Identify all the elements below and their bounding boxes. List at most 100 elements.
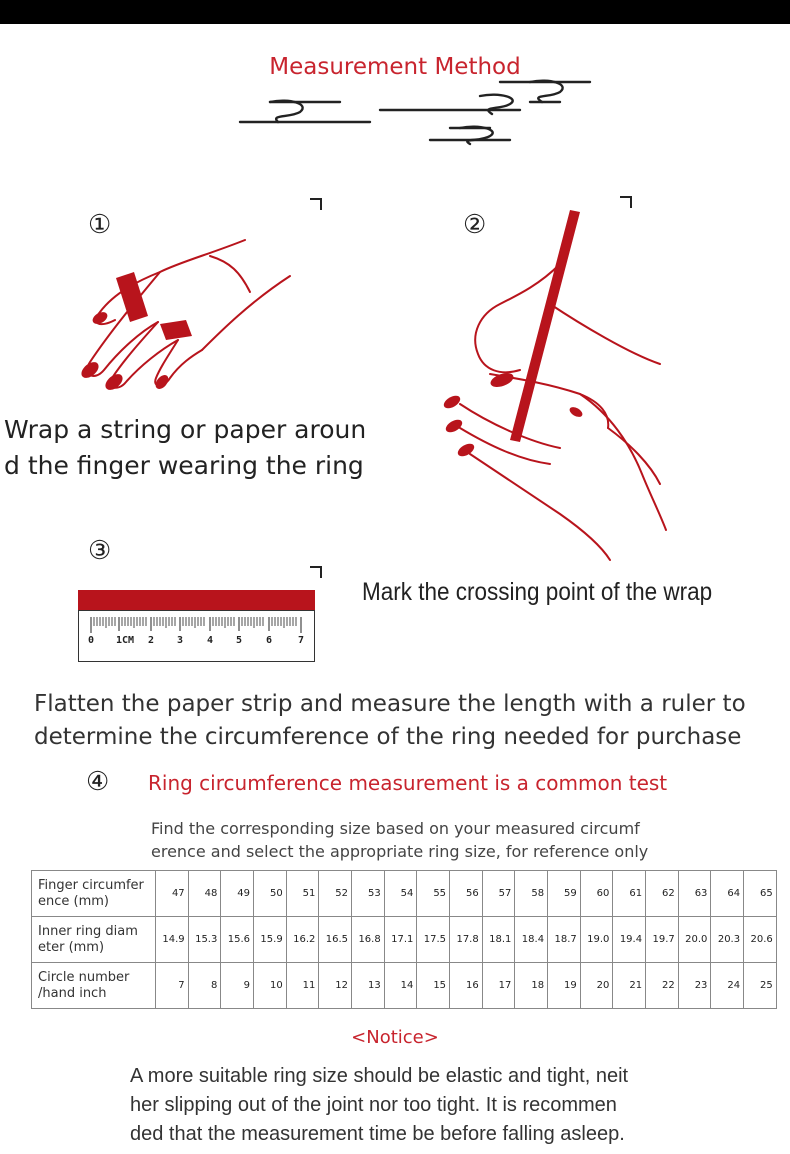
table-cell: 25 — [743, 962, 777, 1009]
table-cell: 51 — [285, 870, 320, 917]
page-title: Measurement Method — [269, 54, 521, 80]
row-label-line2: /hand inch — [38, 985, 107, 1001]
step-4-description-line1: Find the corresponding size based on you… — [151, 819, 640, 838]
hand-ring-illustration — [81, 239, 291, 390]
table-cell: 18 — [514, 962, 549, 1009]
ruler-label: 0 — [88, 635, 95, 646]
table-cell: 50 — [253, 870, 287, 917]
table-cell: 62 — [645, 870, 679, 917]
notice-line1: A more suitable ring size should be elas… — [130, 1065, 629, 1087]
ruler-label: 5 — [236, 635, 243, 646]
row-label-line1: Inner ring diam — [38, 923, 138, 939]
ruler-ticks — [90, 617, 302, 633]
row-label-line2: ence (mm) — [38, 893, 109, 909]
notice-line3: ded that the measurement time be before … — [130, 1123, 625, 1145]
table-cell: 54 — [383, 870, 418, 917]
table-cell: 17 — [481, 962, 516, 1009]
table-cell: 57 — [481, 870, 516, 917]
row-label-line1: Circle number — [38, 969, 130, 985]
table-cell: 56 — [449, 870, 483, 917]
table-cell: 15.6 — [220, 916, 255, 963]
table-cell: 12 — [318, 962, 353, 1009]
table-cell: 11 — [285, 962, 320, 1009]
table-cell: 10 — [253, 962, 287, 1009]
table-cell: 65 — [743, 870, 777, 917]
notice-title: <Notice> — [351, 1027, 439, 1048]
table-cell: 59 — [547, 870, 581, 917]
ruler-label: 3 — [177, 635, 184, 646]
step-1-caption: Wrap a string or paper aroun d the finge… — [4, 412, 374, 484]
step-3-caption-line1: Flatten the paper strip and measure the … — [34, 691, 746, 717]
table-cell: 61 — [612, 870, 647, 917]
table-cell: 15 — [416, 962, 451, 1009]
cloud-swirl-icon — [238, 79, 592, 146]
ruler-label: 7 — [298, 635, 305, 646]
notice-text: A more suitable ring size should be elas… — [130, 1062, 670, 1149]
table-cell: 19 — [547, 962, 581, 1009]
notice-line2: her slipping out of the joint nor too ti… — [130, 1094, 617, 1116]
table-cell: 23 — [677, 962, 712, 1009]
corner-mark — [310, 566, 322, 578]
step-1-number: ① — [88, 210, 112, 240]
table-cell: 17.8 — [449, 916, 483, 963]
table-cell: 19.7 — [645, 916, 679, 963]
table-cell: 17.1 — [383, 916, 418, 963]
table-cell: 18.7 — [547, 916, 581, 963]
table-cell: 16.2 — [285, 916, 320, 963]
table-cell: 20.0 — [677, 916, 712, 963]
step-3-caption: Flatten the paper strip and measure the … — [34, 688, 774, 754]
table-cell: 49 — [220, 870, 255, 917]
table-cell: 13 — [351, 962, 385, 1009]
ruler-labels: 0 1CM 2 3 4 5 6 7 — [79, 635, 314, 655]
paper-strip — [78, 590, 315, 610]
table-cell: 47 — [155, 870, 189, 917]
ruler-icon: 0 1CM 2 3 4 5 6 7 — [78, 610, 315, 662]
table-cell: 19.0 — [579, 916, 614, 963]
table-cell: 20.6 — [743, 916, 777, 963]
table-cell: 24 — [710, 962, 745, 1009]
table-cell: 16 — [449, 962, 483, 1009]
ruler-label: 2 — [148, 635, 155, 646]
table-cell: 22 — [645, 962, 679, 1009]
table-cell: 20.3 — [710, 916, 745, 963]
table-cell: 63 — [677, 870, 712, 917]
ruler-label: 1CM — [116, 635, 135, 646]
hand-pen-illustration — [443, 210, 667, 561]
step-2-caption: Mark the crossing point of the wrap — [362, 578, 713, 606]
table-cell: 17.5 — [416, 916, 451, 963]
step-1-caption-line2: d the finger wearing the ring — [4, 451, 364, 480]
step-3-number: ③ — [88, 536, 112, 566]
top-black-bar — [0, 0, 790, 24]
row-label-line2: eter (mm) — [38, 939, 105, 955]
step-2-number: ② — [463, 210, 487, 240]
ruler-label: 6 — [266, 635, 273, 646]
table-cell: 14 — [383, 962, 418, 1009]
table-cell: 55 — [416, 870, 451, 917]
step-1-caption-line1: Wrap a string or paper aroun — [4, 415, 367, 444]
table-cell: 20 — [579, 962, 614, 1009]
table-cell: 9 — [220, 962, 255, 1009]
table-cell: 7 — [155, 962, 189, 1009]
step-4-number: ④ — [86, 767, 110, 797]
table-cell: 16.8 — [351, 916, 385, 963]
corner-mark — [620, 196, 632, 208]
step-3-caption-line2: determine the circumference of the ring … — [34, 724, 742, 750]
table-cell: 8 — [187, 962, 222, 1009]
table-cell: 60 — [579, 870, 614, 917]
table-cell: 19.4 — [612, 916, 647, 963]
table-cell: 15.3 — [187, 916, 222, 963]
step-4-description: Find the corresponding size based on you… — [151, 817, 671, 863]
table-cell: 16.5 — [318, 916, 353, 963]
step-4-description-line2: erence and select the appropriate ring s… — [151, 842, 649, 861]
table-cell: 52 — [318, 870, 353, 917]
table-cell: 48 — [187, 870, 222, 917]
table-cell: 21 — [612, 962, 647, 1009]
table-cell: 58 — [514, 870, 549, 917]
